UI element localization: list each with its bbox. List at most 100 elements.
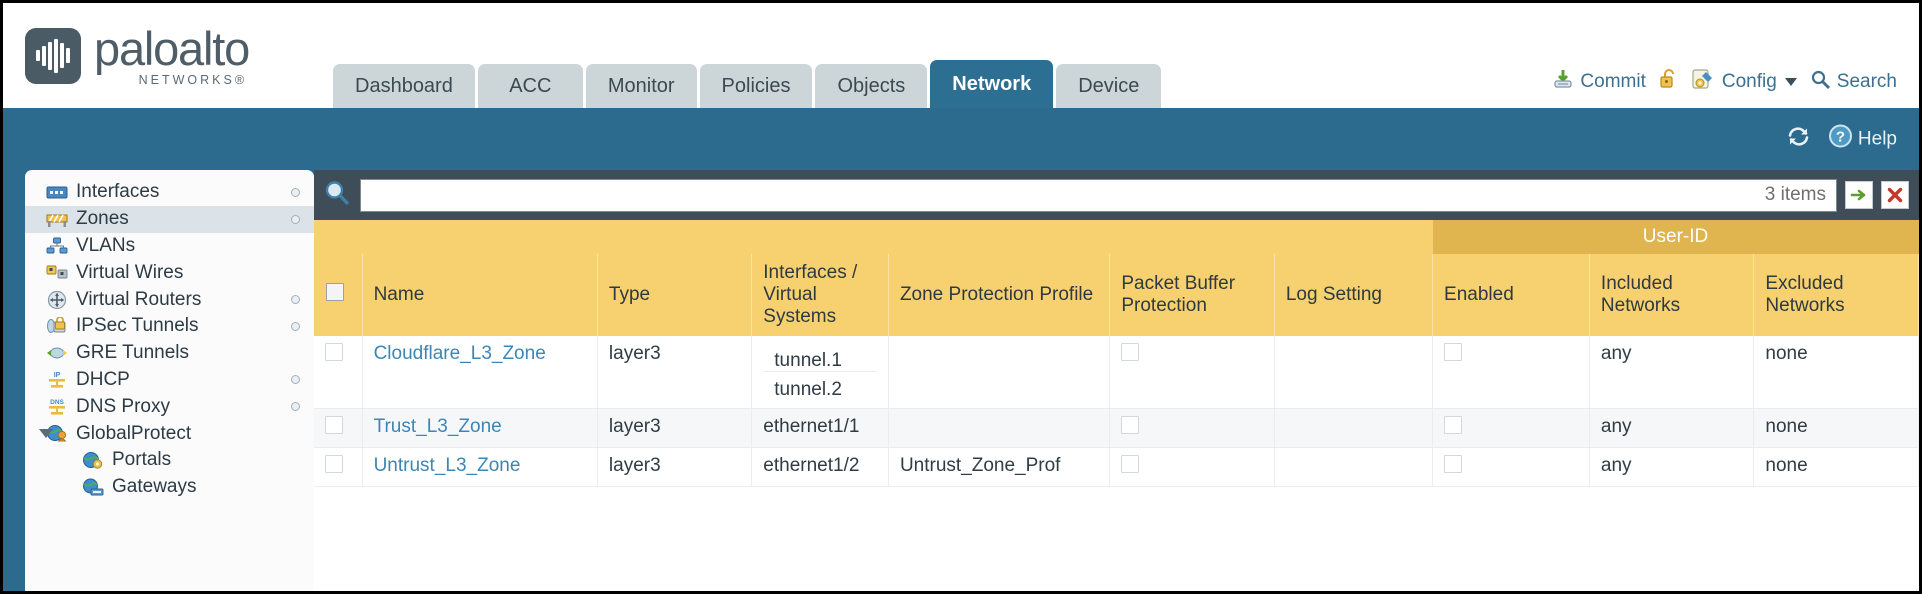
cell-packet-buffer-protection[interactable] (1109, 408, 1275, 448)
row-select-cell[interactable] (314, 408, 363, 448)
tab-acc[interactable]: ACC (477, 64, 583, 108)
sidebar-item-globalprotect[interactable]: GlobalProtect (25, 420, 314, 447)
sidebar-item-virtual-wires[interactable]: Virtual Wires (25, 259, 314, 286)
sidebar-item-interfaces[interactable]: Interfaces (25, 179, 314, 206)
tab-monitor[interactable]: Monitor (585, 64, 697, 108)
commit-button[interactable]: Commit (1552, 68, 1646, 96)
sidebar-item-gre-tunnels[interactable]: GRE Tunnels (25, 340, 314, 367)
tab-device[interactable]: Device (1056, 64, 1162, 108)
interface-entry: tunnel.2 (774, 379, 842, 400)
zone-name-link[interactable]: Trust_L3_Zone (373, 416, 502, 437)
row-checkbox[interactable] (325, 416, 343, 434)
table-row[interactable]: Trust_L3_Zone layer3 ethernet1/1 (314, 408, 1919, 448)
cell-packet-buffer-protection[interactable] (1109, 447, 1275, 487)
sidebar-item-dns-proxy[interactable]: DNS DNS Proxy (25, 393, 314, 420)
lock-button[interactable] (1659, 68, 1679, 96)
paloalto-logo-icon (25, 27, 81, 84)
column-header-included-networks[interactable]: Included Networks (1589, 254, 1755, 336)
help-button[interactable]: ? Help (1828, 124, 1897, 155)
column-header-interfaces[interactable]: Interfaces / Virtual Systems (751, 254, 889, 336)
row-select-cell[interactable] (314, 447, 363, 487)
tab-policies[interactable]: Policies (699, 64, 813, 108)
column-header-name[interactable]: Name (362, 254, 598, 336)
cell-name[interactable]: Trust_L3_Zone (362, 408, 598, 448)
table-group-header-row: User-ID (314, 220, 1919, 254)
cell-log-setting (1274, 447, 1434, 487)
sidebar-item-zones[interactable]: Zones (25, 205, 314, 233)
unlock-icon (1659, 68, 1679, 96)
zone-name-link[interactable]: Cloudflare_L3_Zone (373, 343, 546, 364)
row-checkbox[interactable] (325, 343, 343, 361)
column-header-log-setting[interactable]: Log Setting (1274, 254, 1434, 336)
config-button[interactable]: Config (1692, 68, 1797, 96)
brand-tagline: NETWORKS® (138, 73, 248, 87)
group-header-userid: User-ID (1432, 220, 1919, 254)
search-icon (1810, 69, 1831, 96)
sidebar-item-dhcp[interactable]: IP DHCP (25, 367, 314, 394)
sidebar-item-ipsec-tunnels[interactable]: IPSec Tunnels (25, 313, 314, 340)
ipsec-tunnels-icon (45, 317, 68, 336)
item-count-label: 3 items (1764, 184, 1826, 205)
help-icon: ? (1828, 124, 1853, 155)
clear-filter-button[interactable] (1881, 181, 1909, 209)
row-checkbox[interactable] (325, 455, 343, 473)
main-nav-tabs: Dashboard ACC Monitor Policies Objects N… (333, 60, 1162, 108)
cell-log-setting (1274, 336, 1434, 409)
userid-enabled-checkbox[interactable] (1444, 416, 1463, 434)
column-header-zone-protection-profile[interactable]: Zone Protection Profile (888, 254, 1111, 336)
cell-packet-buffer-protection[interactable] (1109, 336, 1275, 409)
select-all-header[interactable] (314, 254, 363, 336)
cell-userid-enabled[interactable] (1432, 408, 1590, 448)
status-dot (291, 295, 300, 305)
row-select-cell[interactable] (314, 336, 363, 409)
sidebar-item-virtual-routers[interactable]: Virtual Routers (25, 286, 314, 313)
dhcp-icon: IP (45, 370, 68, 389)
packet-buffer-protection-checkbox[interactable] (1121, 455, 1140, 473)
tab-network[interactable]: Network (930, 60, 1054, 108)
cell-type: layer3 (597, 447, 753, 487)
userid-enabled-checkbox[interactable] (1444, 455, 1463, 473)
table-row[interactable]: Untrust_L3_Zone layer3 ethernet1/2 Untru… (314, 447, 1919, 487)
cell-included-networks: any (1589, 408, 1755, 448)
table-row[interactable]: Cloudflare_L3_Zone layer3 tunnel.1 tunne… (314, 336, 1919, 409)
refresh-icon[interactable] (1785, 125, 1812, 154)
sidebar-item-label: Virtual Wires (76, 261, 184, 283)
sidebar-item-gateways[interactable]: Gateways (25, 474, 314, 501)
select-all-checkbox[interactable] (326, 283, 344, 301)
filter-input[interactable] (371, 184, 1755, 206)
cell-zone-protection-profile: Untrust_Zone_Prof (888, 447, 1111, 487)
tab-objects[interactable]: Objects (815, 64, 928, 108)
apply-filter-button[interactable] (1845, 181, 1873, 209)
table-header-row: Name Type Interfaces / Virtual Systems Z… (314, 254, 1919, 336)
column-header-packet-buffer-protection[interactable]: Packet Buffer Protection (1109, 254, 1275, 336)
userid-enabled-checkbox[interactable] (1444, 343, 1463, 361)
zones-table-container: User-ID Name Type Interfaces / Virtual S… (314, 220, 1919, 591)
sidebar-item-portals[interactable]: Portals (25, 447, 314, 474)
column-header-enabled[interactable]: Enabled (1432, 254, 1590, 336)
tab-dashboard[interactable]: Dashboard (333, 64, 475, 108)
column-header-type[interactable]: Type (597, 254, 753, 336)
search-label: Search (1836, 71, 1897, 92)
search-button[interactable]: Search (1810, 69, 1897, 96)
status-dot (291, 321, 300, 331)
cell-excluded-networks: none (1753, 336, 1919, 409)
packet-buffer-protection-checkbox[interactable] (1121, 343, 1140, 361)
cell-userid-enabled[interactable] (1432, 336, 1590, 409)
config-label: Config (1721, 71, 1777, 92)
expand-collapse-triangle-icon[interactable] (39, 429, 53, 439)
virtual-routers-icon (45, 290, 68, 309)
cell-name[interactable]: Untrust_L3_Zone (362, 447, 598, 487)
zone-name-link[interactable]: Untrust_L3_Zone (373, 455, 521, 476)
sidebar-item-vlans[interactable]: VLANs (25, 233, 314, 260)
filter-search-icon[interactable] (322, 178, 352, 213)
column-header-excluded-networks[interactable]: Excluded Networks (1753, 254, 1919, 336)
filter-input-wrap[interactable]: 3 items (360, 178, 1837, 212)
cell-name[interactable]: Cloudflare_L3_Zone (362, 336, 598, 409)
sidebar-item-label: GRE Tunnels (76, 342, 189, 364)
cell-userid-enabled[interactable] (1432, 447, 1590, 487)
zones-table: User-ID Name Type Interfaces / Virtual S… (314, 220, 1919, 487)
vlans-icon (45, 236, 68, 255)
gre-tunnels-icon (45, 344, 68, 363)
context-toolbar: ? Help (3, 108, 1919, 170)
packet-buffer-protection-checkbox[interactable] (1121, 416, 1140, 434)
